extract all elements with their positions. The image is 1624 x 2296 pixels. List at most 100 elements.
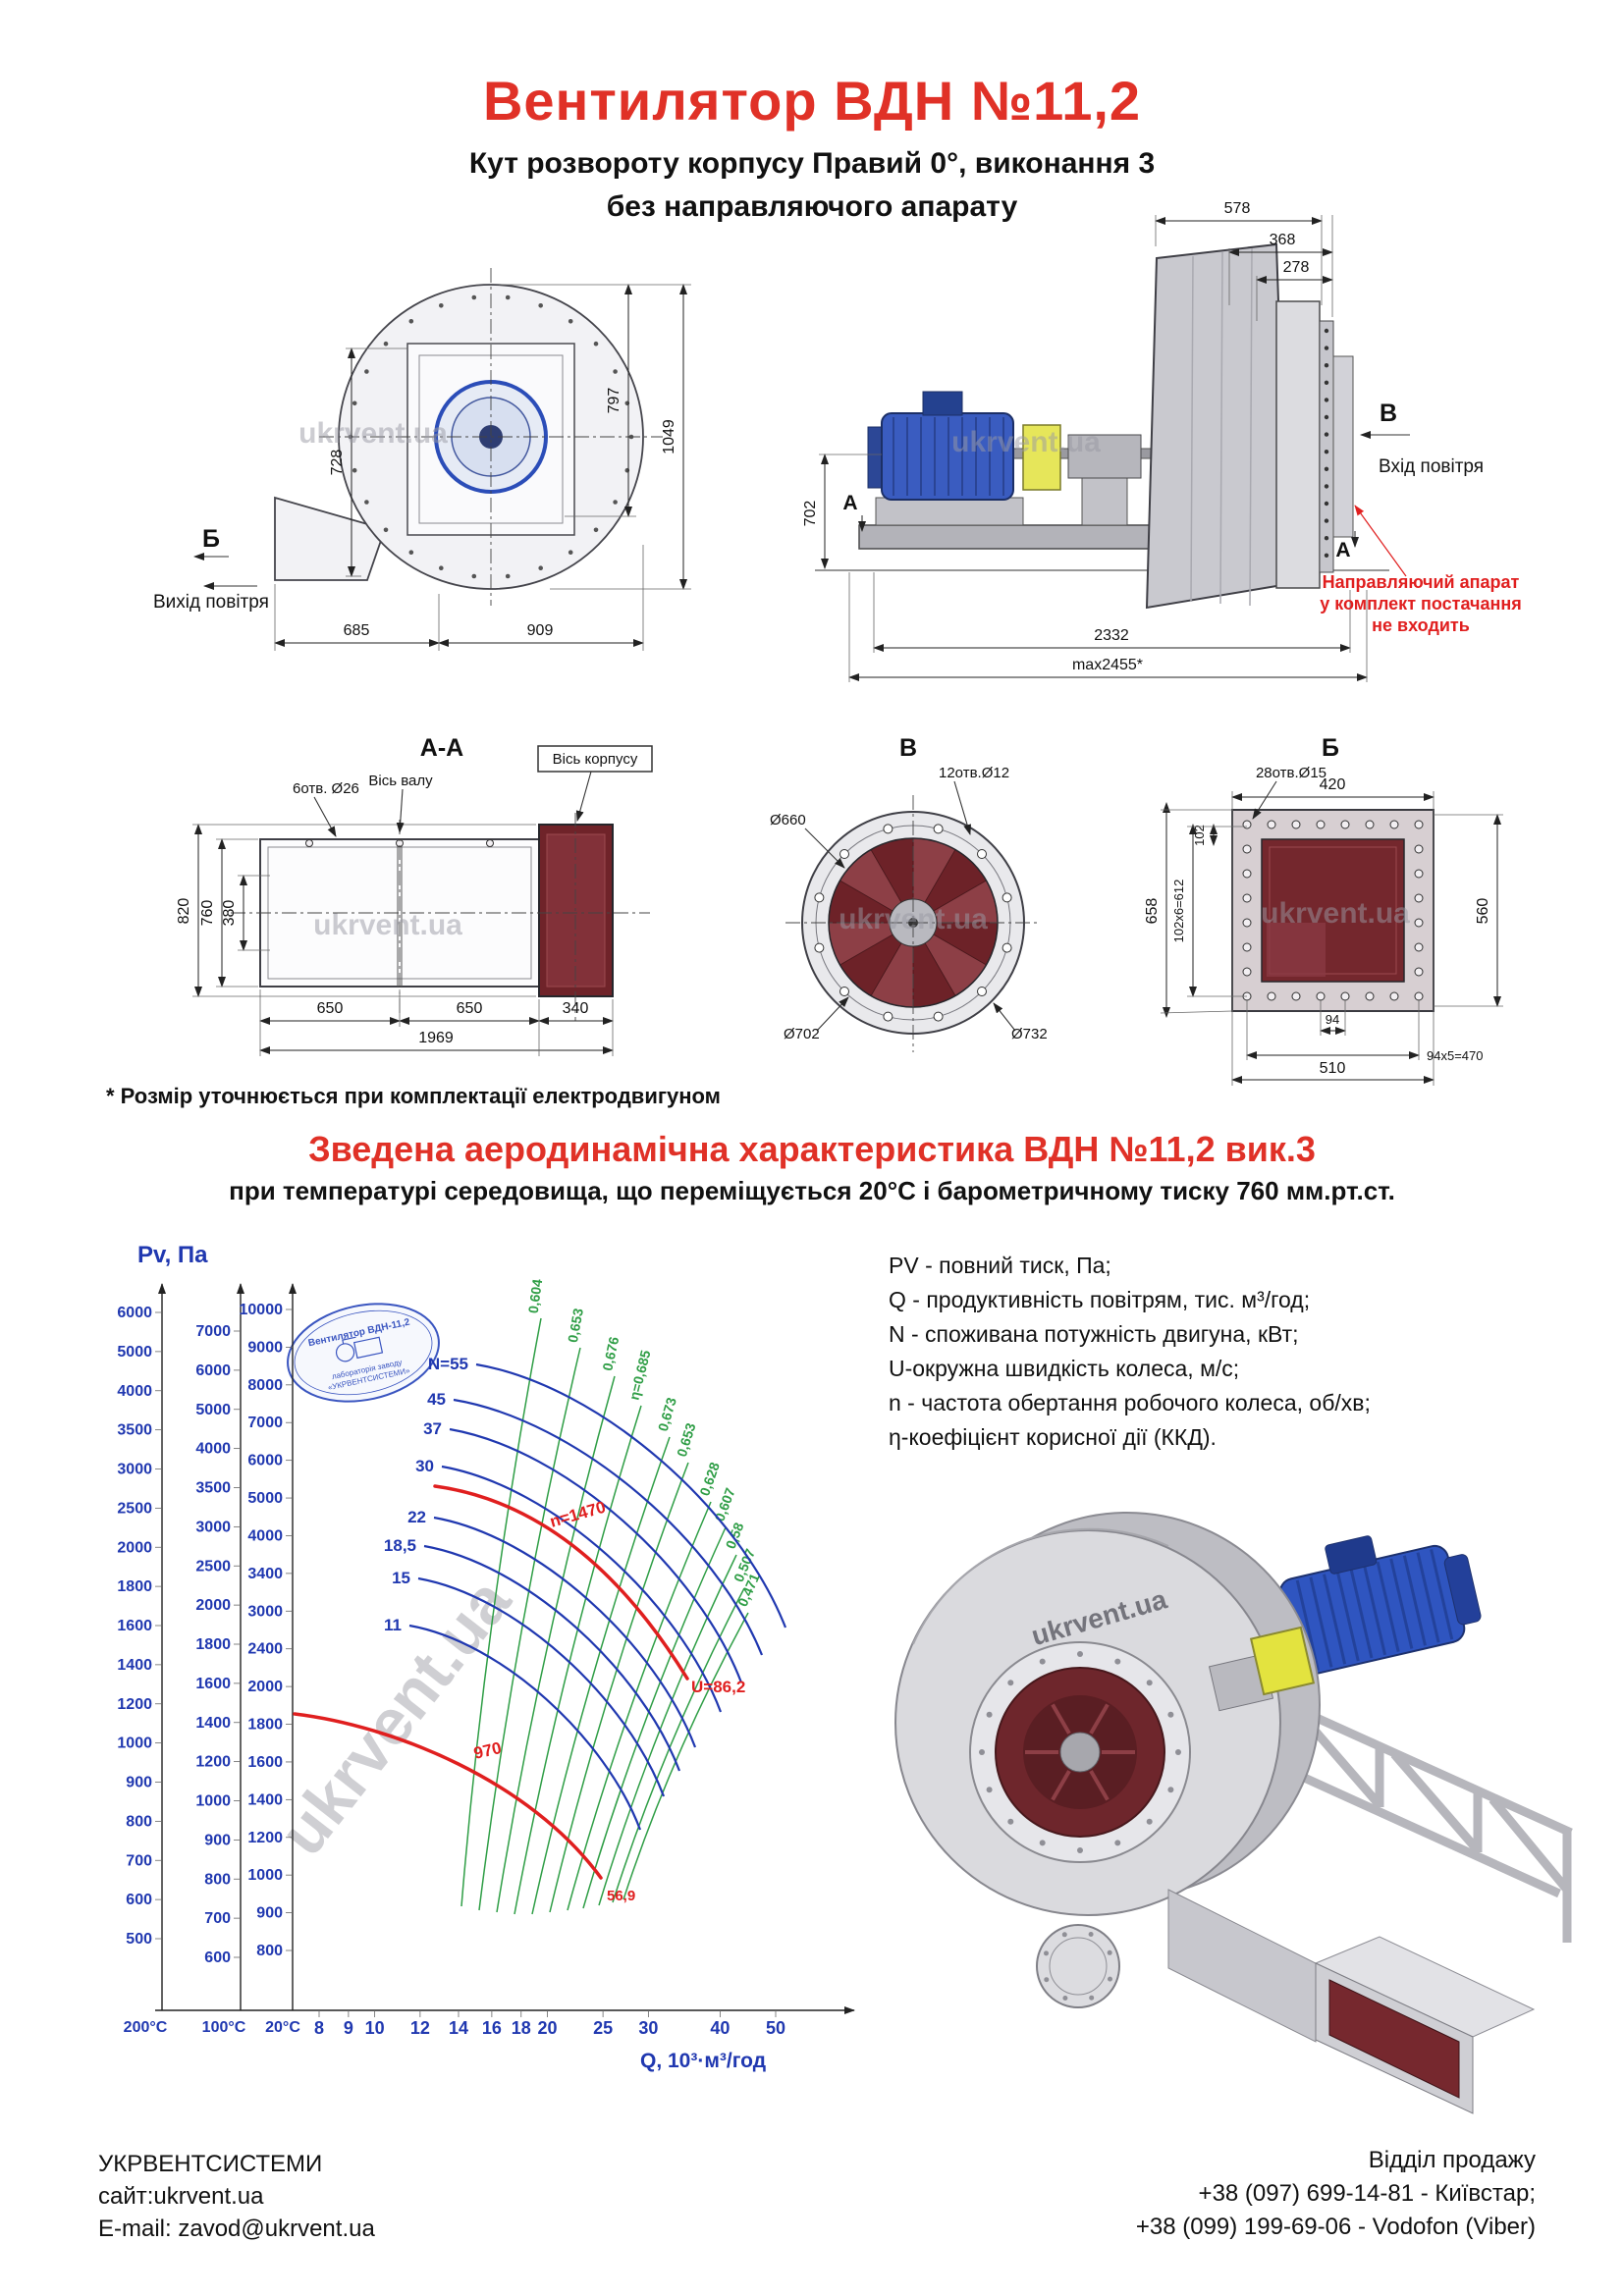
efficiency-line bbox=[549, 1462, 689, 1913]
power-curve bbox=[423, 1544, 681, 1772]
text-label: ukrvent.ua bbox=[313, 909, 462, 941]
bolt-hole bbox=[1414, 918, 1424, 928]
y-tick-label: 600 bbox=[126, 1892, 152, 1908]
x-tick-label: 30 bbox=[638, 2018, 658, 2038]
chart-subheading: при температурі середовища, що переміщує… bbox=[229, 1176, 1395, 1205]
impeller-blade bbox=[1089, 1770, 1110, 1801]
bolt-hole bbox=[814, 892, 825, 903]
dimension-label: 650 bbox=[317, 1000, 344, 1017]
coupling-guard-3d bbox=[1249, 1626, 1316, 1696]
y-tick-label: 2000 bbox=[117, 1539, 152, 1556]
fan-3d-render: ukrvent.ua bbox=[894, 1512, 1573, 2114]
y-tick-label: 2000 bbox=[195, 1597, 231, 1614]
y-tick-label: 1800 bbox=[117, 1578, 152, 1595]
y-tick-label: 800 bbox=[126, 1813, 152, 1830]
y-tick-label: 1200 bbox=[247, 1830, 283, 1846]
power-curve-label: 11 bbox=[384, 1616, 402, 1634]
bolt-hole bbox=[439, 565, 444, 570]
flange-bolt bbox=[1324, 432, 1329, 437]
x-tick-label: 18 bbox=[512, 2018, 531, 2038]
dimension-label: 1969 bbox=[418, 1030, 454, 1046]
impeller-blade bbox=[1051, 1770, 1071, 1801]
y-tick-label: 2500 bbox=[195, 1558, 231, 1575]
text-label: Q, 10³·м³/год bbox=[640, 2050, 766, 2072]
bolt-hole bbox=[383, 341, 389, 347]
dimension-label: 909 bbox=[527, 622, 554, 639]
impeller-blade bbox=[1089, 1703, 1110, 1735]
efficiency-line bbox=[623, 1612, 749, 1900]
legend-line-rpm: n - частота обертання робочого колеса, о… bbox=[889, 1390, 1371, 1415]
bolt-hole bbox=[538, 565, 543, 570]
text-label: Вихід повітря bbox=[153, 592, 269, 613]
bolt-hole bbox=[1414, 869, 1424, 879]
bolt-hole bbox=[814, 942, 825, 953]
power-curve-label: 30 bbox=[415, 1457, 434, 1475]
x-tick-label: 25 bbox=[593, 2018, 613, 2038]
page-subtitle-2: без направляючого апарату bbox=[606, 190, 1018, 223]
bolt-hole bbox=[593, 527, 599, 533]
speed-curve-970 bbox=[293, 1712, 603, 1880]
bolt-hole bbox=[839, 987, 849, 996]
bolt-hole bbox=[1061, 1932, 1067, 1938]
impeller-blades-3d bbox=[1025, 1703, 1135, 1801]
coupling-guard bbox=[1022, 424, 1061, 491]
flange-bolt bbox=[1324, 501, 1329, 507]
dimension-label: 510 bbox=[1320, 1060, 1346, 1077]
impeller-blade bbox=[1051, 1703, 1071, 1735]
text-label: В bbox=[899, 734, 917, 762]
legend-line-n: N - споживана потужність двигуна, кВт; bbox=[889, 1321, 1299, 1347]
text-label: 12отв.Ø12 bbox=[939, 765, 1009, 781]
text-label: Ø702 bbox=[784, 1026, 820, 1042]
y-tick-label: 1200 bbox=[117, 1696, 152, 1713]
text-label: у комплект постачання bbox=[1320, 594, 1522, 614]
y-tick-label: 6000 bbox=[195, 1362, 231, 1379]
dimension-label: 102 bbox=[1192, 825, 1207, 846]
bolt-hole bbox=[439, 303, 444, 308]
power-curve-label: 15 bbox=[392, 1569, 410, 1587]
dimension-label: 560 bbox=[1475, 898, 1491, 925]
y-tick-label: 700 bbox=[126, 1852, 152, 1869]
footer-sales-block: Відділ продажу +38 (097) 699-14-81 - Киї… bbox=[1136, 2144, 1536, 2244]
dimension-label: 578 bbox=[1224, 200, 1251, 217]
bearing-block bbox=[1067, 434, 1142, 479]
leader-line bbox=[313, 796, 337, 837]
text-label: Ø732 bbox=[1011, 1026, 1048, 1042]
dimension-label: 94х5=470 bbox=[1427, 1048, 1483, 1063]
company-email: E-mail: zavod@ukrvent.ua bbox=[98, 2216, 375, 2242]
text-label: Вісь валу bbox=[368, 773, 433, 789]
x-tick-label: 16 bbox=[482, 2018, 502, 2038]
leader-line bbox=[804, 828, 845, 869]
efficiency-line bbox=[460, 1317, 542, 1907]
y-tick-label: 1000 bbox=[247, 1867, 283, 1884]
bolt-hole bbox=[1365, 820, 1375, 829]
bolt-hole bbox=[979, 1749, 985, 1755]
y-tick-label: 5000 bbox=[247, 1490, 283, 1507]
power-curve bbox=[433, 1516, 697, 1748]
bolt-hole bbox=[1267, 991, 1276, 1001]
bolt-hole bbox=[613, 369, 618, 374]
leader-line bbox=[993, 1002, 1016, 1032]
bolt-hole bbox=[1039, 1840, 1046, 1846]
bolt-hole bbox=[1414, 967, 1424, 977]
text-label: n=1470 bbox=[548, 1498, 608, 1531]
bolt-hole bbox=[1242, 844, 1252, 854]
y-tick-label: 2500 bbox=[117, 1500, 152, 1517]
flange-bolt bbox=[1324, 363, 1329, 368]
text-label: Ø660 bbox=[770, 812, 806, 828]
inlet-view-drawing bbox=[785, 795, 1041, 1052]
outlet-flange-drawing bbox=[1231, 809, 1435, 1012]
text-label: не входить bbox=[1372, 615, 1470, 635]
y-tick-label: 600 bbox=[204, 1949, 231, 1966]
efficiency-label: 0,653 bbox=[674, 1420, 699, 1458]
y-tick-label: 5000 bbox=[117, 1344, 152, 1361]
y-tick-label: 5000 bbox=[195, 1402, 231, 1418]
y-tick-label: 900 bbox=[126, 1775, 152, 1791]
bolt-hole bbox=[593, 341, 599, 347]
text-label: Направляючий апарат bbox=[1323, 572, 1520, 592]
efficiency-label: 0,607 bbox=[711, 1485, 737, 1523]
y-tick-label: 4000 bbox=[195, 1441, 231, 1458]
text-label: Вісь корпусу bbox=[553, 751, 638, 768]
power-curve bbox=[475, 1362, 787, 1629]
bolt-hole bbox=[1242, 893, 1252, 903]
